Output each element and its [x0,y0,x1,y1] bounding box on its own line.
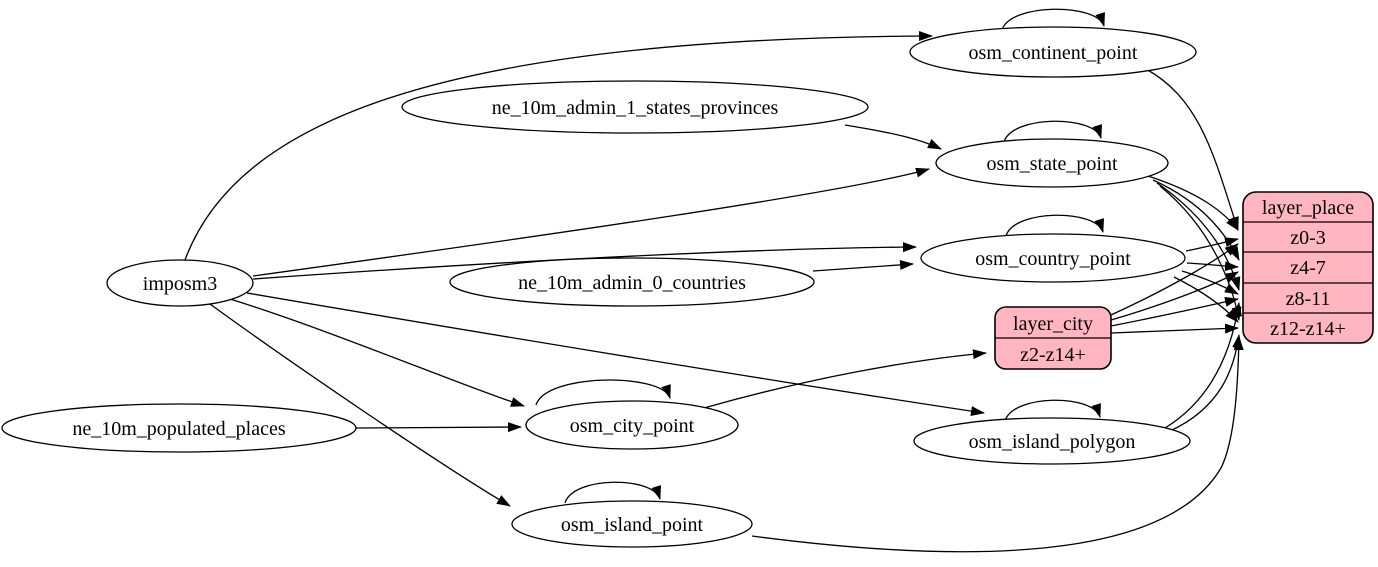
edges-layer [184,8,1244,553]
osm-island-point-ellipse [511,500,753,548]
node-osm-island-polygon: osm_island_polygon [913,417,1191,465]
node-layer-place: layer_place z0-3 z4-7 z8-11 z12-z14+ [1242,191,1374,344]
layer-city-row-z2-z14: z2-z14+ [1020,344,1086,366]
edge-osm-country-point-to-layer-place-z0-3 [1185,237,1239,252]
edge-ne-10m-admin-1-states-provinces-to-osm-state-point [844,124,942,150]
edge-osm-continent-point-to-layer-place-z0-3 [1145,68,1239,231]
node-osm-continent-point: osm_continent_point [909,26,1197,78]
node-osm-island-point: osm_island_point [511,500,753,548]
edge-osm-city-point-to-layer-city-z2 [703,349,987,409]
osm-country-point-ellipse [920,233,1186,283]
edge-imposm3-to-osm-city-point [229,298,525,407]
self-loop-osm-country-point [1005,214,1104,237]
osm-continent-point-ellipse [909,26,1197,78]
ne-10m-populated-places-ellipse [1,403,357,453]
self-loop-osm-city-point [535,379,671,406]
edge-layer-city-to-layer-place-z8-11 [1110,297,1239,327]
node-osm-city-point: osm_city_point [525,400,739,450]
osm-country-point-label: osm_country_point [975,248,1131,270]
osm-state-point-label: osm_state_point [986,153,1118,175]
edge-imposm3-to-osm-continent-point [184,31,933,261]
edge-osm-island-polygon-to-layer-place-z8-11 [1164,302,1242,429]
edge-ne-10m-admin-0-countries-to-osm-country-point [812,260,914,272]
edge-osm-state-point-to-layer-place-z8-11 [1156,182,1241,291]
node-osm-country-point: osm_country_point [920,233,1186,283]
layer-city-title: layer_city [1013,313,1093,335]
edge-osm-country-point-to-layer-place-z4-7 [1186,261,1239,272]
osm-city-point-ellipse [525,400,739,450]
osm-island-polygon-label: osm_island_polygon [969,431,1136,453]
edge-imposm3-to-osm-island-polygon [246,292,985,417]
ne-10m-admin-1-states-provinces-ellipse [401,80,869,134]
layer-place-row-z0-3: z0-3 [1290,227,1326,249]
imposm3-label: imposm3 [143,273,217,295]
layer-place-box [1242,191,1374,344]
self-loop-osm-state-point [1003,120,1102,143]
node-layer-city: layer_city z2-z14+ [994,306,1112,370]
ne-10m-admin-1-states-provinces-label: ne_10m_admin_1_states_provinces [492,97,779,119]
node-osm-state-point: osm_state_point [935,138,1169,188]
self-loop-osm-island-point [564,481,661,504]
ne-10m-admin-0-countries-ellipse [449,257,815,307]
osm-continent-point-label: osm_continent_point [969,42,1138,64]
edge-osm-island-point-to-layer-place-z12-z14 [751,336,1244,553]
edge-imposm3-to-osm-state-point [252,167,930,277]
layer-place-row-z12-z14: z12-z14+ [1270,318,1346,340]
osm-city-point-label: osm_city_point [570,415,695,437]
layer-place-title: layer_place [1262,197,1354,219]
layer-place-row-z8-11: z8-11 [1286,288,1331,310]
node-ne-10m-admin-0-countries: ne_10m_admin_0_countries [449,257,815,307]
edge-imposm3-to-osm-island-point [209,303,511,507]
self-loop-osm-continent-point [1001,8,1105,31]
self-loop-osm-island-polygon [1004,399,1101,422]
edge-layer-city-to-layer-place-z4-7 [1110,271,1239,321]
edge-layer-city-to-layer-place-z0-3 [1110,243,1239,316]
node-ne-10m-admin-1-states-provinces: ne_10m_admin_1_states_provinces [401,80,869,134]
osm-island-point-label: osm_island_point [561,514,704,536]
node-ne-10m-populated-places: ne_10m_populated_places [1,403,357,453]
edge-osm-country-point-to-layer-place-z12-z14 [1173,276,1239,323]
ne-10m-populated-places-label: ne_10m_populated_places [72,418,285,440]
edge-layer-city-to-layer-place-z12-z14 [1110,323,1239,334]
osm-state-point-ellipse [935,138,1169,188]
imposm3-ellipse [106,259,254,307]
layer-place-row-z4-7: z4-7 [1290,257,1326,279]
edge-ne-10m-populated-places-to-osm-city-point [355,422,522,433]
edge-osm-state-point-to-layer-place-z0-3 [1147,175,1239,231]
node-imposm3: imposm3 [106,259,254,307]
ne-10m-admin-0-countries-label: ne_10m_admin_0_countries [518,272,746,294]
edge-imposm3-to-osm-country-point [252,242,917,280]
osm-island-polygon-ellipse [913,417,1191,465]
